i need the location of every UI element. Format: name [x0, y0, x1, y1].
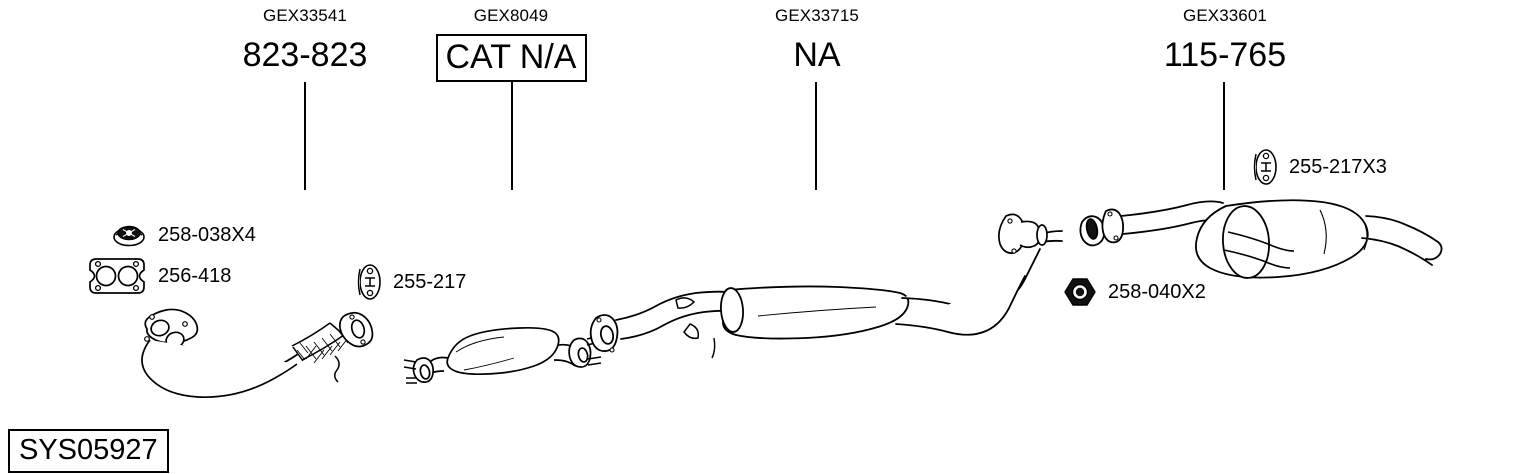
component-reference: 115-765 [1163, 36, 1287, 74]
component-label-catalytic-converter: GEX8049 CAT N/A [406, 6, 616, 82]
gex-code: GEX33601 [1183, 6, 1267, 25]
nut-icon [112, 222, 146, 248]
hardware-item-rubber-mount-centre: 255-217 [356, 263, 466, 301]
leader-line-rear-silencer [1223, 82, 1225, 190]
system-code-badge: SYS05927 [8, 429, 169, 473]
hardware-item-flange-nut-rear: 258-040X2 [1064, 277, 1206, 307]
component-label-front-pipe: GEX33541 823-823 [200, 6, 410, 76]
twin-bore-gasket-icon [88, 255, 146, 297]
leader-line-centre-silencer [815, 82, 817, 190]
gex-code: GEX33541 [263, 6, 347, 25]
front-pipe-drawing [130, 300, 395, 399]
hex-nut-icon [1064, 277, 1096, 307]
leader-line-front-pipe [304, 82, 306, 190]
hardware-label: 255-217X3 [1289, 156, 1387, 178]
component-label-rear-silencer: GEX33601 115-765 [1120, 6, 1330, 76]
hardware-item-flange-nut-front: 258-038X4 [112, 222, 256, 248]
gex-code: GEX8049 [473, 6, 549, 25]
component-reference: CAT N/A [435, 34, 587, 82]
centre-silencer-drawing [589, 212, 1070, 382]
gex-code: GEX33715 [775, 6, 859, 25]
rubber-mount-icon [1252, 148, 1278, 186]
rear-silencer-drawing [1076, 194, 1446, 294]
component-label-centre-silencer: GEX33715 NA [712, 6, 922, 76]
catalytic-converter-drawing [403, 312, 644, 390]
hardware-label: 258-040X2 [1108, 281, 1206, 303]
hardware-label: 258-038X4 [158, 224, 256, 246]
component-reference: 823-823 [242, 36, 368, 74]
rubber-mount-icon [356, 263, 382, 301]
hardware-label: 256-418 [158, 265, 232, 287]
hardware-item-rubber-mount-rear: 255-217X3 [1252, 148, 1387, 186]
hardware-label: 255-217 [393, 271, 467, 293]
hardware-item-manifold-gasket: 256-418 [88, 255, 231, 297]
component-reference: NA [793, 36, 841, 74]
leader-line-catalytic-converter [511, 80, 513, 190]
